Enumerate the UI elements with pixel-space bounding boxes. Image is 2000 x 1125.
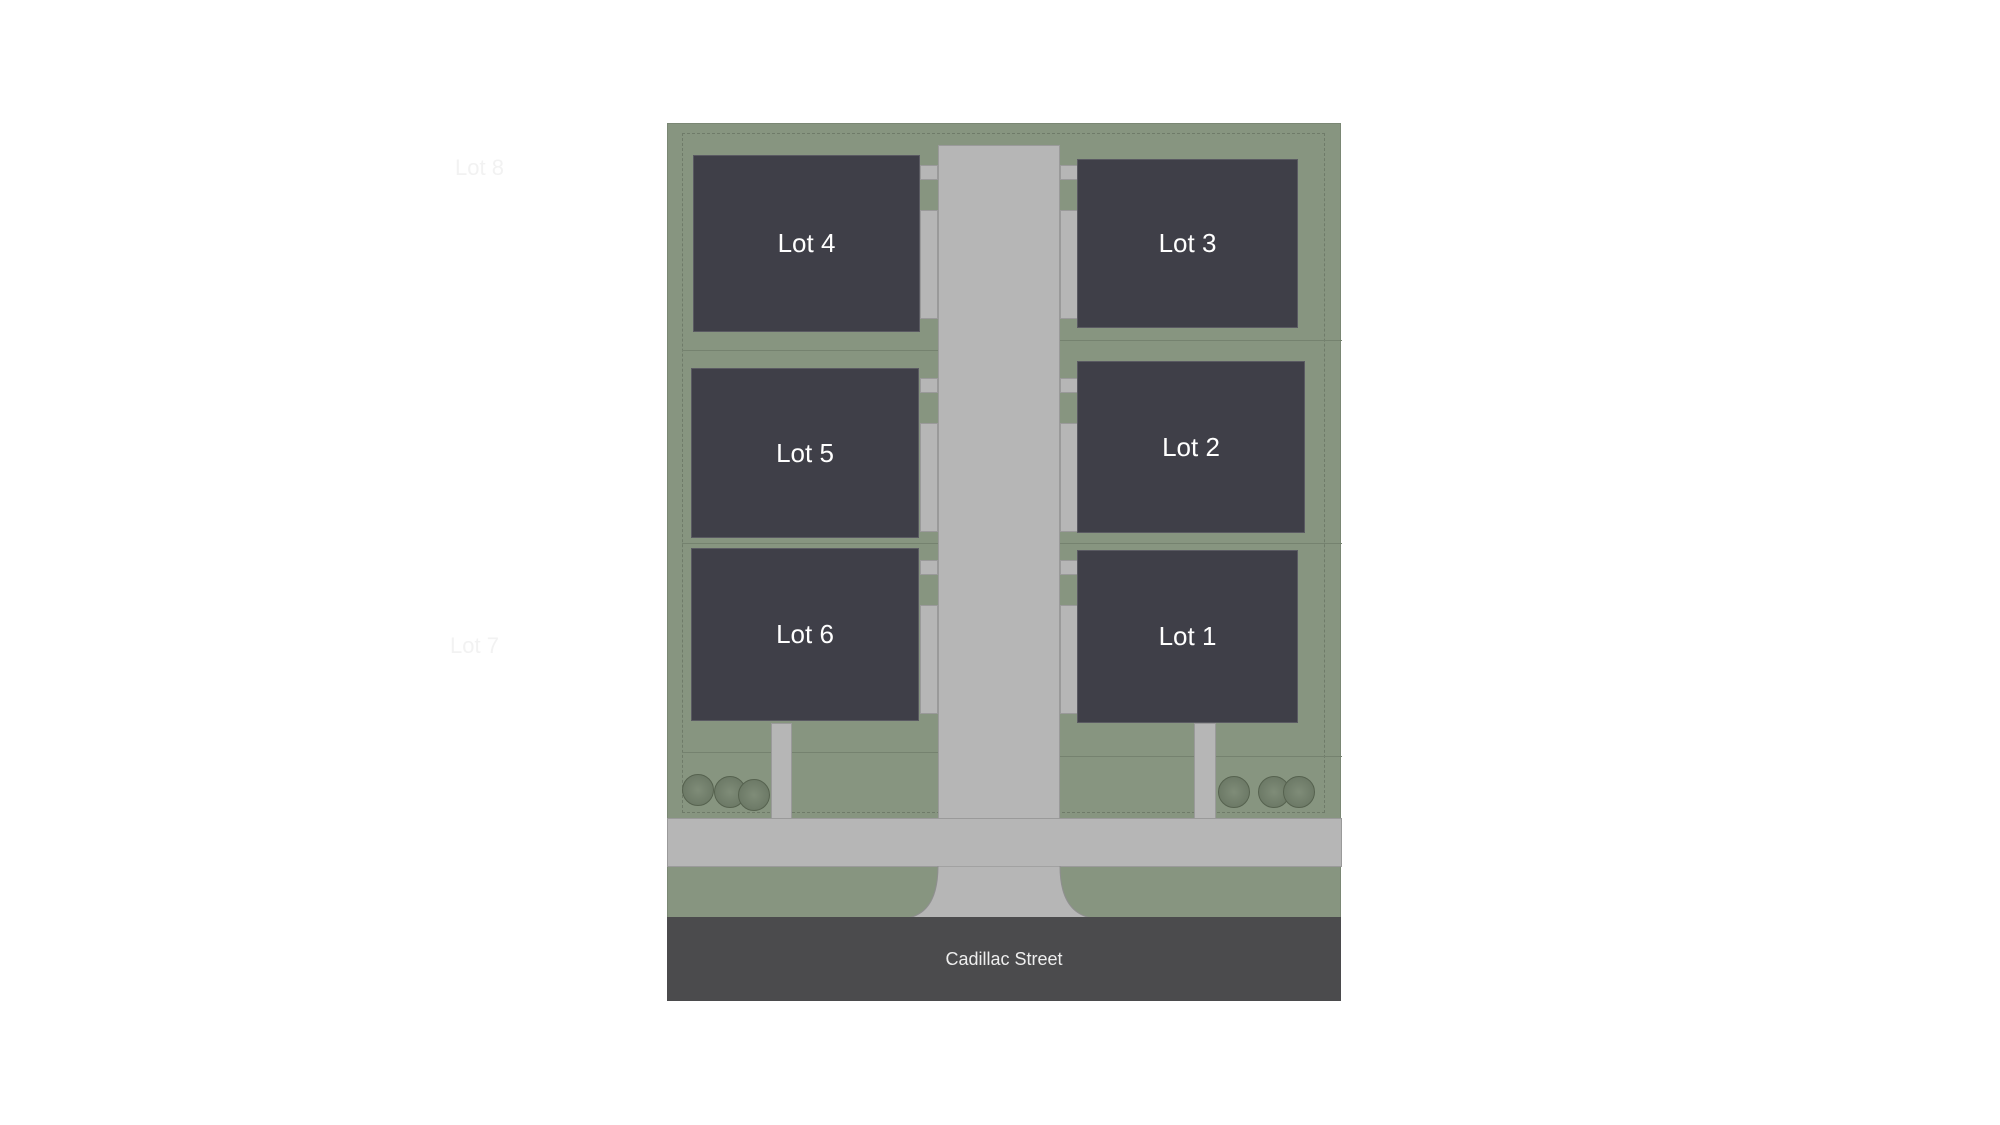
walk-strip bbox=[1060, 165, 1078, 180]
lot-1[interactable]: Lot 1 bbox=[1077, 550, 1298, 723]
lot-5[interactable]: Lot 5 bbox=[691, 368, 919, 538]
walk-strip bbox=[920, 378, 938, 393]
lot-3[interactable]: Lot 3 bbox=[1077, 159, 1298, 328]
driveway-strip bbox=[920, 605, 938, 714]
driveway-strip bbox=[920, 423, 938, 532]
central-driveway bbox=[938, 145, 1060, 819]
sidewalk bbox=[667, 818, 1342, 867]
driveway-strip bbox=[920, 210, 938, 319]
lot-2[interactable]: Lot 2 bbox=[1077, 361, 1305, 533]
walk-strip bbox=[1060, 560, 1078, 575]
front-walkway bbox=[1194, 723, 1216, 819]
walk-strip bbox=[1060, 378, 1078, 393]
lot-line bbox=[682, 350, 938, 351]
tree-icon bbox=[738, 779, 770, 811]
tree-icon bbox=[682, 774, 714, 806]
driveway-strip bbox=[1060, 423, 1078, 532]
lot-4[interactable]: Lot 4 bbox=[693, 155, 920, 332]
street-label: Cadillac Street bbox=[945, 948, 1063, 969]
lot-line bbox=[1060, 340, 1342, 341]
driveway-strip bbox=[1060, 210, 1078, 319]
lot-line bbox=[1060, 543, 1342, 544]
driveway-apron bbox=[898, 866, 1102, 919]
lot-6[interactable]: Lot 6 bbox=[691, 548, 919, 721]
front-walkway bbox=[771, 723, 792, 819]
lot-line bbox=[682, 543, 938, 544]
ghost-lot-label: Lot 7 bbox=[450, 633, 499, 658]
ghost-lot-label: Lot 8 bbox=[455, 155, 504, 180]
street: Cadillac Street bbox=[667, 917, 1341, 1001]
tree-icon bbox=[1283, 776, 1315, 808]
walk-strip bbox=[920, 165, 938, 180]
lot-line bbox=[682, 752, 938, 753]
walk-strip bbox=[920, 560, 938, 575]
tree-icon bbox=[1218, 776, 1250, 808]
driveway-strip bbox=[1060, 605, 1078, 714]
site-plan: Lot 4 Lot 3 Lot 5 Lot 2 Lot 6 Lot 1 bbox=[667, 123, 1342, 1001]
